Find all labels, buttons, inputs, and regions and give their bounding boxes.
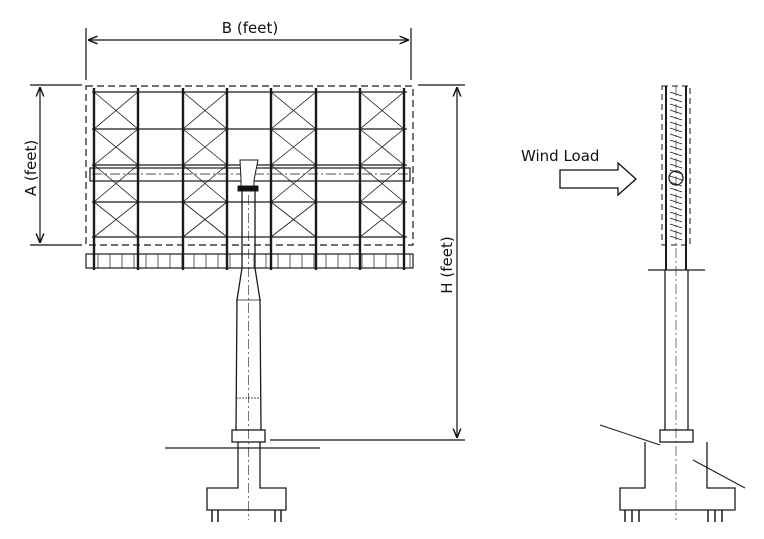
front-view-billboard [85, 85, 414, 522]
dimension-h [270, 84, 465, 441]
cross-brace [359, 164, 405, 203]
foundation [206, 442, 287, 511]
side-pole [664, 270, 689, 430]
wind-load-arrow-icon [559, 161, 637, 197]
cross-brace [270, 164, 317, 203]
cross-brace [93, 164, 139, 203]
cross-brace [182, 128, 228, 166]
cross-brace [182, 164, 228, 203]
cross-brace [93, 128, 139, 166]
side-base-plate [659, 429, 694, 443]
dimension-h-label: H (feet) [438, 236, 456, 293]
cross-brace [270, 91, 317, 130]
pole [235, 191, 262, 431]
dimension-b-label: B (feet) [222, 19, 278, 37]
base-plate [231, 429, 266, 443]
cross-brace [270, 201, 317, 238]
slope-line [692, 459, 746, 489]
cross-brace [182, 201, 228, 238]
base-band [85, 253, 414, 269]
dimension-a-label: A (feet) [22, 140, 40, 196]
side-frame [665, 86, 687, 270]
cross-brace [359, 128, 405, 166]
side-view-billboard [599, 85, 746, 522]
dimension-a [30, 84, 82, 246]
dimension-b [85, 28, 412, 80]
wind-load-label: Wind Load [521, 147, 599, 165]
cross-brace [359, 201, 405, 238]
cross-brace [93, 201, 139, 238]
side-foundation [619, 442, 736, 511]
pole-flange [237, 185, 259, 192]
cross-brace [270, 128, 317, 166]
panel-outline [85, 85, 414, 246]
cross-brace [182, 91, 228, 130]
cross-brace [93, 91, 139, 130]
cross-brace [359, 91, 405, 130]
slope-line [599, 424, 661, 446]
